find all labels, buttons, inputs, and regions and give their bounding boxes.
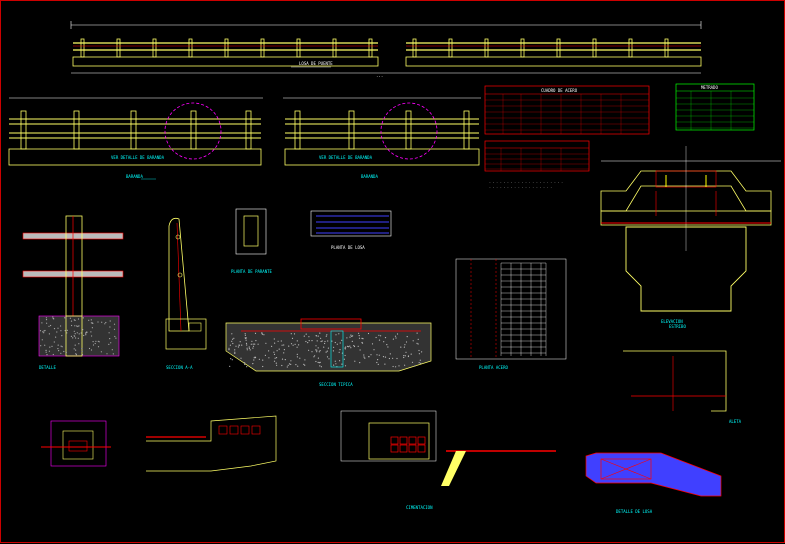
svg-text:- - - - - - - - - - - - - - -: - - - - - - - - - - - - - - - - - - - - … bbox=[489, 180, 563, 184]
railing-title-left: BARANDA bbox=[126, 174, 143, 179]
rebar-plan-title: PLANTA ACERO bbox=[479, 365, 508, 370]
post-section-title: DETALLE bbox=[39, 365, 56, 370]
rebar-table-title: CUADRO DE ACERO bbox=[541, 88, 578, 93]
railing-detail-left: VER DETALLE DE BARANDA BARANDA bbox=[8, 97, 263, 180]
abutment-elevation-title: ELEVACION bbox=[661, 319, 683, 324]
rebar-schedule-table: CUADRO DE ACERO bbox=[484, 85, 650, 135]
slab-plan-detail: PLANTA DE LOSA bbox=[310, 210, 392, 250]
slab-detail-title: DETALLE DE LOSA bbox=[616, 509, 653, 514]
slab-end-detail: DETALLE DE LOSA bbox=[585, 452, 722, 514]
plan-post-title: PLANTA DE PARANTE bbox=[231, 269, 273, 274]
post-plan: PLANTA DE PARANTE bbox=[231, 208, 273, 274]
svg-text:...: ... bbox=[376, 73, 383, 78]
railing-post-side: SECCION A-A bbox=[165, 217, 207, 370]
view-detail-right-label: VER DETALLE DE BARANDA bbox=[319, 155, 373, 160]
slab-plan-title: PLANTA DE LOSA bbox=[331, 245, 365, 250]
abutment-elevation: ELEVACION ESTRIBO bbox=[600, 146, 781, 329]
railing-detail-right: VER DETALLE DE BARANDA BARANDA bbox=[283, 97, 481, 179]
railing-title-right: BARANDA bbox=[361, 174, 378, 179]
bridge-railing-elevation: LOSA DE PUENTE ... bbox=[70, 21, 702, 78]
anchor-detail bbox=[41, 420, 111, 467]
parapet-detail bbox=[146, 415, 277, 472]
railing-post-section: DETALLE bbox=[22, 215, 124, 370]
section-aa-title: SECCION A-A bbox=[166, 365, 193, 370]
foundation-title: CIMENTACION bbox=[406, 505, 433, 510]
view-detail-left-label: VER DETALLE DE BARANDA bbox=[111, 155, 165, 160]
metrado-table: METRADO bbox=[675, 83, 755, 131]
wingwall-detail: ALETA bbox=[623, 350, 742, 424]
metrado-table-title: METRADO bbox=[701, 85, 718, 90]
small-rebar-table: - - - - - - - - - - - - - - - - - - - - … bbox=[484, 140, 590, 189]
svg-text:- - - - - - - - - - - - - - -: - - - - - - - - - - - - - - - - - - bbox=[489, 185, 552, 189]
wingwall-title: ALETA bbox=[729, 419, 742, 424]
abutment-elevation-note: ESTRIBO bbox=[669, 324, 686, 329]
foundation-section: CIMENTACION bbox=[340, 410, 556, 510]
deck-cross-section: SECCION TIPICA bbox=[225, 318, 432, 387]
rebar-plan: PLANTA ACERO bbox=[455, 258, 567, 370]
typical-section-title: SECCION TIPICA bbox=[319, 382, 353, 387]
bridge-deck-label: LOSA DE PUENTE bbox=[299, 61, 333, 66]
